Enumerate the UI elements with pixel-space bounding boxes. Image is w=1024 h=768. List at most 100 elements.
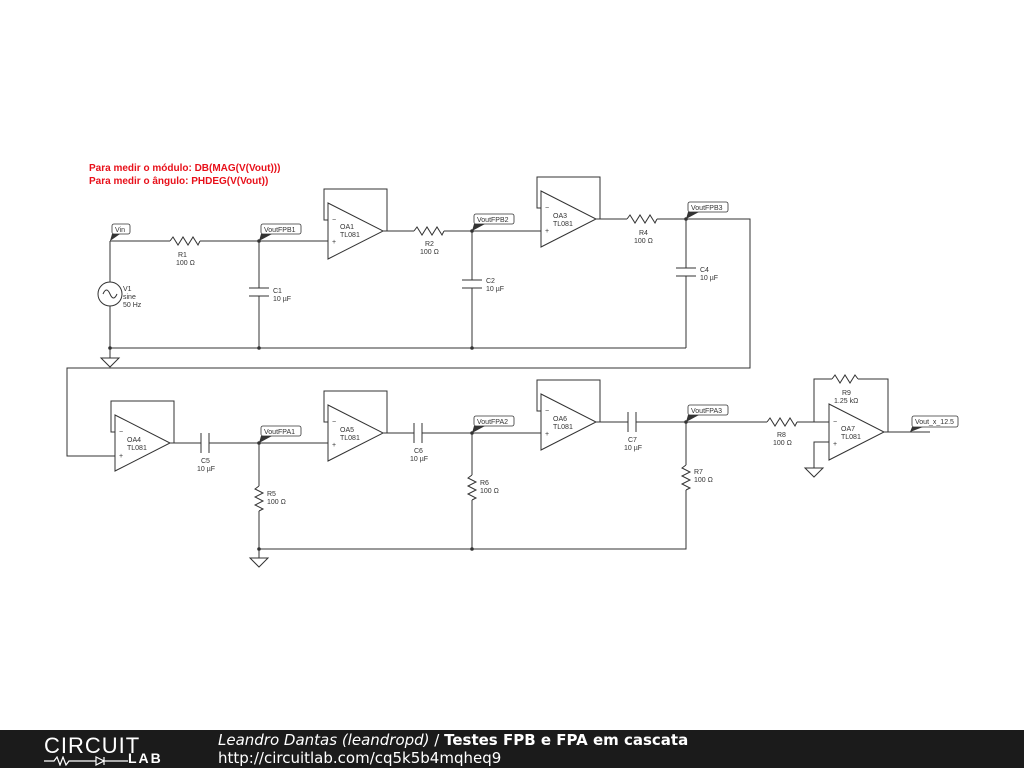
- annotation-magnitude: Para medir o módulo: DB(MAG(V(Vout))): [89, 163, 280, 174]
- ground-symbol: [248, 557, 270, 568]
- net-label-voutfpb3[interactable]: VoutFPB3: [686, 201, 729, 219]
- svg-text:C5: C5: [201, 458, 210, 465]
- ground-symbol: [803, 467, 825, 478]
- voltage-source-v1[interactable]: V1 sine 50 Hz: [97, 281, 142, 309]
- svg-text:Vout_x_12.5: Vout_x_12.5: [915, 419, 954, 426]
- wire: [813, 441, 829, 468]
- schematic-canvas: Para medir o módulo: DB(MAG(V(Vout))) Pa…: [66, 163, 959, 568]
- svg-text:+: +: [833, 441, 837, 448]
- capacitor-c7[interactable]: C7 10 µF: [624, 412, 642, 452]
- circuit-title[interactable]: Testes FPB e FPA em cascata: [444, 731, 689, 749]
- svg-text:OA3: OA3: [553, 213, 567, 220]
- annotation-phase: Para medir o ângulo: PHDEG(V(Vout)): [89, 176, 268, 187]
- svg-text:VoutFPB2: VoutFPB2: [477, 217, 509, 224]
- svg-text:100 Ω: 100 Ω: [176, 260, 195, 267]
- circuit-url[interactable]: http://circuitlab.com/cq5k5b4mqheq9: [218, 749, 502, 767]
- svg-text:100 Ω: 100 Ω: [773, 440, 792, 447]
- resistor-r6[interactable]: R6 100 Ω: [466, 474, 499, 501]
- opamp-oa5[interactable]: − + OA5 TL081: [327, 404, 385, 462]
- svg-text:10 µF: 10 µF: [486, 286, 504, 293]
- svg-text:OA1: OA1: [340, 224, 354, 231]
- opamp-oa1[interactable]: − + OA1 TL081: [327, 202, 385, 260]
- resistor-r9[interactable]: R9 1.25 kΩ: [831, 374, 859, 405]
- svg-text:+: +: [545, 431, 549, 438]
- opamp-oa7[interactable]: − + OA7 TL081: [828, 403, 886, 461]
- svg-text:Vin: Vin: [115, 227, 125, 234]
- net-label-voutfpb2[interactable]: VoutFPB2: [472, 213, 515, 231]
- svg-text:R4: R4: [639, 230, 648, 237]
- svg-text:R5: R5: [267, 491, 276, 498]
- svg-text:10 µF: 10 µF: [197, 466, 215, 473]
- svg-text:TL081: TL081: [553, 221, 573, 228]
- net-label-voutfpa2[interactable]: VoutFPA2: [472, 415, 515, 433]
- svg-text:−: −: [332, 419, 336, 426]
- svg-text:10 µF: 10 µF: [700, 275, 718, 282]
- svg-text:−: −: [545, 408, 549, 415]
- svg-text:−: −: [119, 429, 123, 436]
- resistor-r8[interactable]: R8 100 Ω: [766, 417, 798, 447]
- net-label-voutfpa3[interactable]: VoutFPA3: [686, 404, 729, 422]
- circuitlab-logo[interactable]: CIRCUIT: [44, 733, 141, 758]
- resistor-r2[interactable]: R2 100 Ω: [413, 226, 445, 256]
- svg-text:OA4: OA4: [127, 437, 141, 444]
- svg-text:TL081: TL081: [340, 232, 360, 239]
- resistor-r5[interactable]: R5 100 Ω: [253, 485, 286, 512]
- capacitor-c1[interactable]: C1 10 µF: [249, 287, 291, 303]
- capacitor-c2[interactable]: C2 10 µF: [462, 278, 504, 293]
- svg-text:C4: C4: [700, 267, 709, 274]
- wire: [109, 241, 686, 349]
- capacitor-c4[interactable]: C4 10 µF: [676, 267, 718, 282]
- capacitor-c6[interactable]: C6 10 µF: [410, 423, 428, 463]
- svg-text:C1: C1: [273, 288, 282, 295]
- feedback-wire: [323, 390, 388, 434]
- svg-text:R9: R9: [842, 390, 851, 397]
- svg-text:100 Ω: 100 Ω: [694, 477, 713, 484]
- svg-text:50 Hz: 50 Hz: [123, 302, 142, 309]
- resistor-r1[interactable]: R1 100 Ω: [169, 236, 201, 267]
- svg-text:+: +: [545, 228, 549, 235]
- svg-text:100 Ω: 100 Ω: [420, 249, 439, 256]
- net-label-voutfpa1[interactable]: VoutFPA1: [259, 425, 302, 443]
- svg-text:TL081: TL081: [841, 434, 861, 441]
- svg-text:VoutFPA1: VoutFPA1: [264, 429, 295, 436]
- svg-text:TL081: TL081: [553, 424, 573, 431]
- svg-text:100 Ω: 100 Ω: [634, 238, 653, 245]
- svg-text:10 µF: 10 µF: [624, 445, 642, 452]
- feedback-wire: [536, 379, 601, 423]
- svg-text:OA6: OA6: [553, 416, 567, 423]
- author-link[interactable]: Leandro Dantas (leandropd): [218, 731, 430, 749]
- resistor-r7[interactable]: R7 100 Ω: [680, 464, 713, 491]
- svg-text:10 µF: 10 µF: [410, 456, 428, 463]
- feedback-wire: [110, 400, 175, 444]
- svg-text:C2: C2: [486, 278, 495, 285]
- svg-text:C7: C7: [628, 437, 637, 444]
- svg-text:VoutFPA3: VoutFPA3: [691, 408, 722, 415]
- svg-text:R2: R2: [425, 241, 434, 248]
- feedback-wire: [323, 188, 388, 232]
- svg-text:1.25 kΩ: 1.25 kΩ: [834, 398, 858, 405]
- opamp-oa6[interactable]: − + OA6 TL081: [540, 393, 598, 451]
- footer-credit: Leandro Dantas (leandropd) / Testes FPB …: [218, 731, 688, 749]
- opamp-oa3[interactable]: − + OA3 TL081: [540, 190, 598, 248]
- capacitor-c5[interactable]: C5 10 µF: [197, 433, 215, 473]
- logo-waveform-icon: [44, 756, 128, 766]
- net-label-voutfpb1[interactable]: VoutFPB1: [259, 223, 302, 241]
- net-label-vout[interactable]: Vout_x_12.5: [910, 415, 959, 432]
- svg-text:100 Ω: 100 Ω: [480, 488, 499, 495]
- opamp-oa4[interactable]: − + OA4 TL081: [114, 414, 172, 472]
- svg-text:R7: R7: [694, 469, 703, 476]
- svg-text:−: −: [545, 205, 549, 212]
- wire: [66, 218, 751, 457]
- net-label-vin[interactable]: Vin: [110, 223, 131, 241]
- svg-text:VoutFPA2: VoutFPA2: [477, 419, 508, 426]
- svg-text:R6: R6: [480, 480, 489, 487]
- svg-text:100 Ω: 100 Ω: [267, 499, 286, 506]
- feedback-wire: [813, 378, 889, 433]
- svg-text:sine: sine: [123, 294, 136, 301]
- svg-text:TL081: TL081: [340, 435, 360, 442]
- svg-text:10 µF: 10 µF: [273, 296, 291, 303]
- circuitlab-logo-lab: LAB: [128, 750, 163, 766]
- resistor-r4[interactable]: R4 100 Ω: [626, 214, 658, 245]
- svg-text:+: +: [332, 239, 336, 246]
- footer-bar: CIRCUIT LAB Leandro Dantas (leandropd) /…: [0, 730, 1024, 768]
